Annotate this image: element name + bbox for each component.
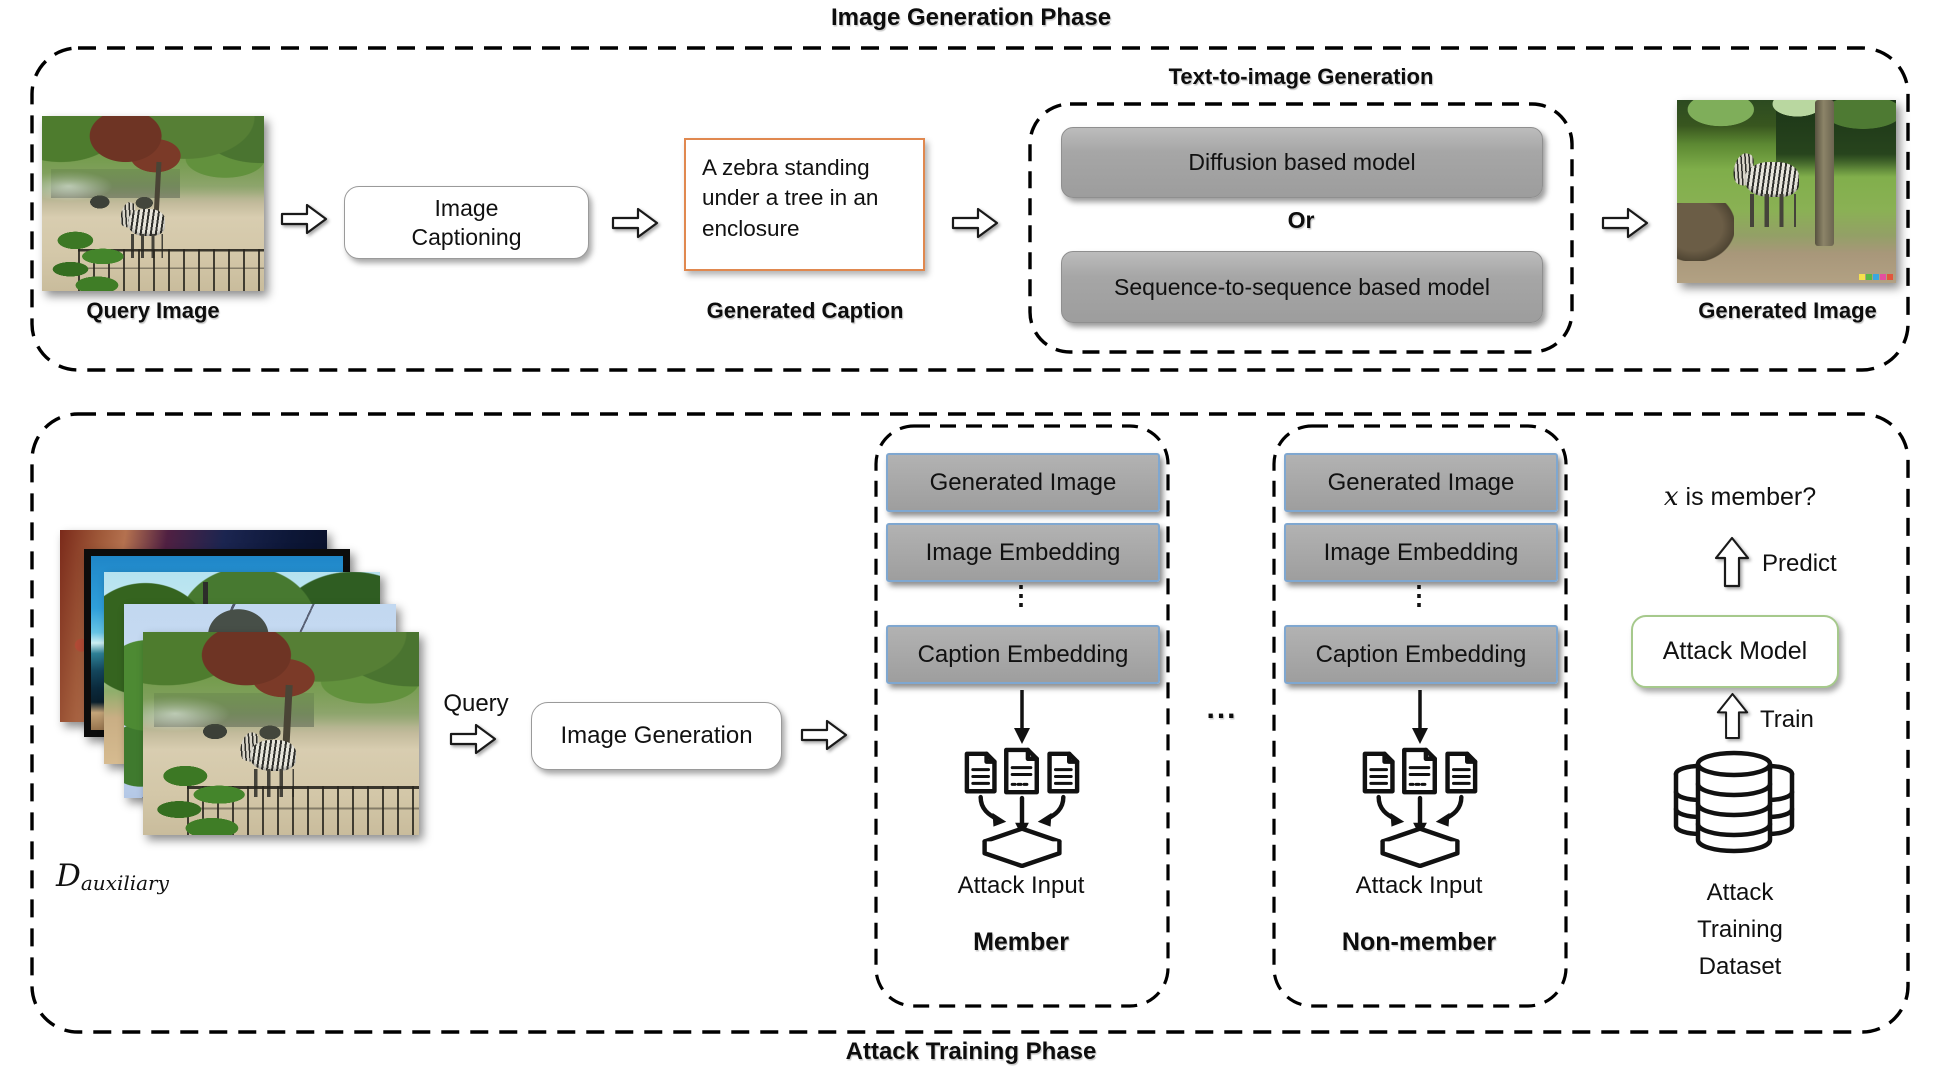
dataset-label-line3: Dataset — [1698, 953, 1782, 980]
member-vertical-ellipsis: ⋮ — [1008, 580, 1034, 610]
arrow-t2i-to-generated-icon — [1601, 207, 1649, 239]
nonmember-vertical-ellipsis: ⋮ — [1406, 580, 1432, 610]
is-member-question: x is member? — [1620, 482, 1860, 512]
query-image-photo — [42, 116, 264, 291]
zebra-figure — [1730, 151, 1813, 228]
bottom-phase-title: Attack Training Phase — [845, 1038, 1097, 1065]
nonmember-attack-input-label: Attack Input — [1355, 872, 1483, 899]
aux-d: D — [56, 858, 81, 894]
member-attack-input-label: Attack Input — [957, 872, 1085, 899]
generated-image-label: Generated Image — [1698, 298, 1877, 323]
member-image-embedding-box: Image Embedding — [886, 523, 1160, 582]
arrow-query-to-captioning-icon — [280, 203, 328, 235]
question-rest: is member? — [1678, 483, 1817, 511]
auxiliary-photo-5 — [143, 632, 419, 835]
question-x: x — [1663, 482, 1679, 512]
query-label: Query — [443, 690, 509, 717]
image-generation-box: Image Generation — [531, 702, 782, 770]
arrow-caption-to-t2i-icon — [951, 207, 999, 239]
generated-caption-box: A zebra standing under a tree in an encl… — [684, 138, 925, 271]
attack-training-dataset-label: Attack Training Dataset — [1650, 874, 1830, 985]
attack-model-box: Attack Model — [1631, 615, 1839, 688]
generated-caption-text: A zebra standing under a tree in an encl… — [702, 155, 879, 241]
image-generation-label: Image Generation — [560, 722, 753, 749]
member-attack-input-icon — [964, 747, 1080, 868]
generated-caption-label: Generated Caption — [706, 298, 904, 323]
predict-label: Predict — [1762, 550, 1837, 577]
attack-model-label: Attack Model — [1662, 637, 1808, 665]
columns-ellipsis: ... — [1206, 692, 1238, 725]
aux-subscript: auxiliary — [80, 871, 169, 896]
train-label: Train — [1760, 706, 1814, 733]
member-label: Member — [973, 928, 1069, 956]
image-captioning-label: Image Captioning — [411, 194, 522, 250]
query-image-label: Query Image — [86, 298, 220, 323]
member-down-arrow-icon — [1014, 690, 1030, 744]
dalle-watermark — [1859, 274, 1893, 280]
nonmember-image-embedding-box: Image Embedding — [1284, 523, 1558, 582]
t2i-generation-title: Text-to-image Generation — [1168, 64, 1434, 89]
diffusion-model-box: Diffusion based model — [1061, 127, 1543, 198]
predict-arrow-icon — [1714, 536, 1750, 588]
member-caption-embedding-box: Caption Embedding — [886, 625, 1160, 684]
nonmember-generated-image-box: Generated Image — [1284, 453, 1558, 512]
member-generated-image-box: Generated Image — [886, 453, 1160, 512]
arrow-captioning-to-caption-icon — [611, 207, 659, 239]
seq2seq-model-label: Sequence-to-sequence based model — [1114, 273, 1490, 300]
generated-image-photo — [1677, 100, 1896, 283]
dataset-label-line1: Attack — [1706, 879, 1774, 906]
arrow-generation-to-member-icon — [800, 719, 848, 751]
nonmember-attack-input-icon — [1362, 747, 1478, 868]
diffusion-model-label: Diffusion based model — [1188, 149, 1416, 175]
auxiliary-dataset-label: Dauxiliary — [56, 858, 169, 895]
seq2seq-model-box: Sequence-to-sequence based model — [1061, 251, 1543, 323]
nonmember-down-arrow-icon — [1412, 690, 1428, 744]
nonmember-caption-embedding-box: Caption Embedding — [1284, 625, 1558, 684]
arrow-aux-to-generation-icon — [449, 723, 497, 755]
attack-training-dataset-icon — [1673, 750, 1795, 854]
train-arrow-icon — [1716, 692, 1749, 740]
dataset-label-line2: Training — [1697, 916, 1783, 943]
nonmember-label: Non-member — [1341, 928, 1497, 956]
image-captioning-box: Image Captioning — [344, 186, 589, 259]
top-phase-title: Image Generation Phase — [830, 4, 1112, 31]
or-label: Or — [1287, 207, 1315, 233]
